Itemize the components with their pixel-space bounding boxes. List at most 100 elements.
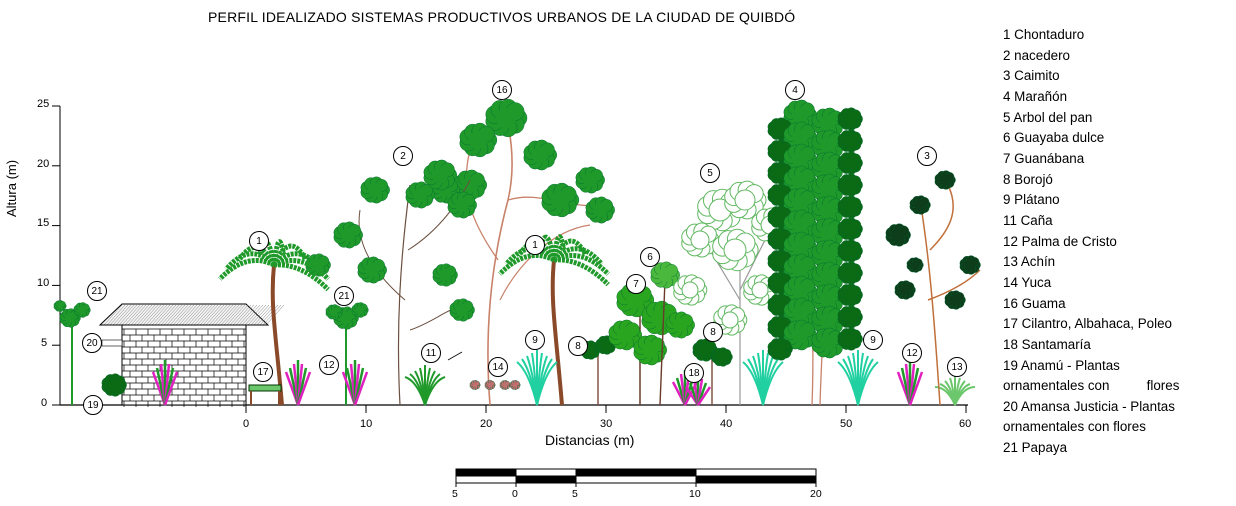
- arbol-del-pan-canopy: [712, 228, 759, 272]
- roof-hatch: [154, 304, 174, 326]
- legend-item: 14 Yuca: [1003, 274, 1052, 290]
- leaf-cluster: [593, 203, 607, 217]
- leaf-cluster: [844, 135, 856, 147]
- guama-canopy: [541, 182, 580, 218]
- scale-bar-segment: [695, 475, 817, 484]
- plant-label-amansa-justicia: 20: [82, 333, 102, 353]
- leaf-cluster: [774, 123, 786, 135]
- roof-hatch: [136, 304, 156, 326]
- legend-item: 4 Marañón: [1003, 88, 1068, 104]
- leaf-cluster: [583, 173, 597, 187]
- flower-stem: [353, 371, 369, 406]
- platano-plant: [516, 350, 558, 406]
- leaf-cluster: [330, 308, 338, 316]
- roof-hatch: [169, 304, 189, 326]
- leaf-cluster: [844, 267, 856, 279]
- leaf-cluster: [65, 313, 75, 323]
- leaf-cluster: [699, 344, 711, 356]
- chontaduro-palm: [218, 239, 330, 406]
- leaf-cluster: [820, 137, 836, 153]
- roof-hatch: [229, 304, 249, 326]
- leaf-cluster: [950, 295, 960, 305]
- leaf-cluster: [108, 379, 120, 391]
- leaf-cluster: [792, 327, 808, 343]
- arbol-del-pan-canopy: [673, 274, 708, 306]
- chontaduro-palm: [498, 234, 610, 406]
- arbol-del-pan-canopy: [713, 304, 748, 336]
- maranon-canopy: [837, 305, 863, 329]
- plant-label-arbol-del-pan: 5: [700, 163, 720, 183]
- leaf-cluster: [774, 277, 786, 289]
- roof-hatch: [235, 304, 255, 326]
- arbol-del-pan-canopy: [724, 180, 767, 220]
- guama-trunk: [487, 114, 513, 406]
- leaf-cluster: [690, 230, 710, 250]
- leaf-cluster: [751, 281, 769, 299]
- roof-hatch: [109, 304, 129, 326]
- leaf-cluster: [820, 313, 836, 329]
- palma-de-cristo: [341, 360, 369, 406]
- leaf-cluster: [844, 157, 856, 169]
- yuca-plant: [509, 380, 521, 390]
- leaf-cluster: [774, 145, 786, 157]
- roof-hatch: [253, 304, 273, 326]
- grass-blade: [424, 376, 446, 406]
- leaf-cluster: [820, 247, 836, 263]
- guanabana-canopy: [608, 319, 642, 351]
- cana-plant: [404, 365, 446, 406]
- roof-hatch: [172, 304, 192, 326]
- legend-item: ornamentales con flores: [1003, 378, 1180, 394]
- roof-hatch: [202, 304, 222, 326]
- leaf-cluster: [792, 195, 808, 211]
- roof-hatch: [226, 304, 246, 326]
- palm-frond: [218, 257, 276, 281]
- roof-hatch: [160, 304, 180, 326]
- roof-hatch: [148, 304, 168, 326]
- roof-hatch: [106, 304, 126, 326]
- plant-label-platano: 9: [525, 330, 545, 350]
- marker-line: [447, 351, 463, 361]
- leaf-cluster: [532, 147, 548, 163]
- leaf-cluster: [512, 382, 518, 388]
- x-tick-label: 10: [360, 418, 373, 430]
- scale-bar-segment: [575, 468, 697, 477]
- legend-item: 17 Cilantro, Albahaca, Poleo: [1003, 316, 1172, 332]
- scale-bar-segment: [515, 475, 577, 484]
- achin-plant: [934, 375, 976, 406]
- leaf-cluster: [820, 335, 836, 351]
- leaf-cluster: [368, 183, 382, 197]
- caimito-canopy: [906, 257, 924, 273]
- leaf-cluster: [792, 173, 808, 189]
- leaf-cluster: [365, 263, 379, 277]
- maranon-canopy: [837, 217, 863, 241]
- legend-item: 20 Amansa Justicia - Plantas: [1003, 398, 1175, 414]
- y-tick-label: 25: [37, 98, 50, 110]
- plant-label-cilantro: 17: [253, 362, 273, 382]
- roof-hatch: [181, 304, 201, 326]
- plant-label-guama: 16: [492, 80, 512, 100]
- nacedero-trunk: [397, 184, 411, 406]
- roof-hatch: [112, 304, 132, 326]
- leaf-cluster: [792, 151, 808, 167]
- scale-bar-label: 20: [810, 488, 822, 500]
- leaf-cluster: [734, 189, 756, 211]
- y-tick-label: 20: [37, 158, 50, 170]
- leaf-cluster: [455, 198, 469, 212]
- leaf-cluster: [844, 113, 856, 125]
- plant-label-guayaba: 6: [640, 247, 660, 267]
- roof-hatch: [175, 304, 195, 326]
- roof-hatch: [247, 304, 267, 326]
- plant-label-caimito: 3: [917, 146, 937, 166]
- x-tick-label: 30: [600, 418, 613, 430]
- nacedero-canopy: [423, 159, 457, 191]
- leaf-cluster: [792, 129, 808, 145]
- roof-hatch: [127, 304, 147, 326]
- x-tick-label: 50: [840, 418, 853, 430]
- maranon-canopy: [837, 195, 863, 219]
- leaf-cluster: [78, 306, 86, 314]
- leaf-cluster: [774, 299, 786, 311]
- roof-hatch: [163, 304, 183, 326]
- roof-hatch: [196, 304, 216, 326]
- leaf-cluster: [432, 167, 448, 183]
- roof-hatch: [118, 304, 138, 326]
